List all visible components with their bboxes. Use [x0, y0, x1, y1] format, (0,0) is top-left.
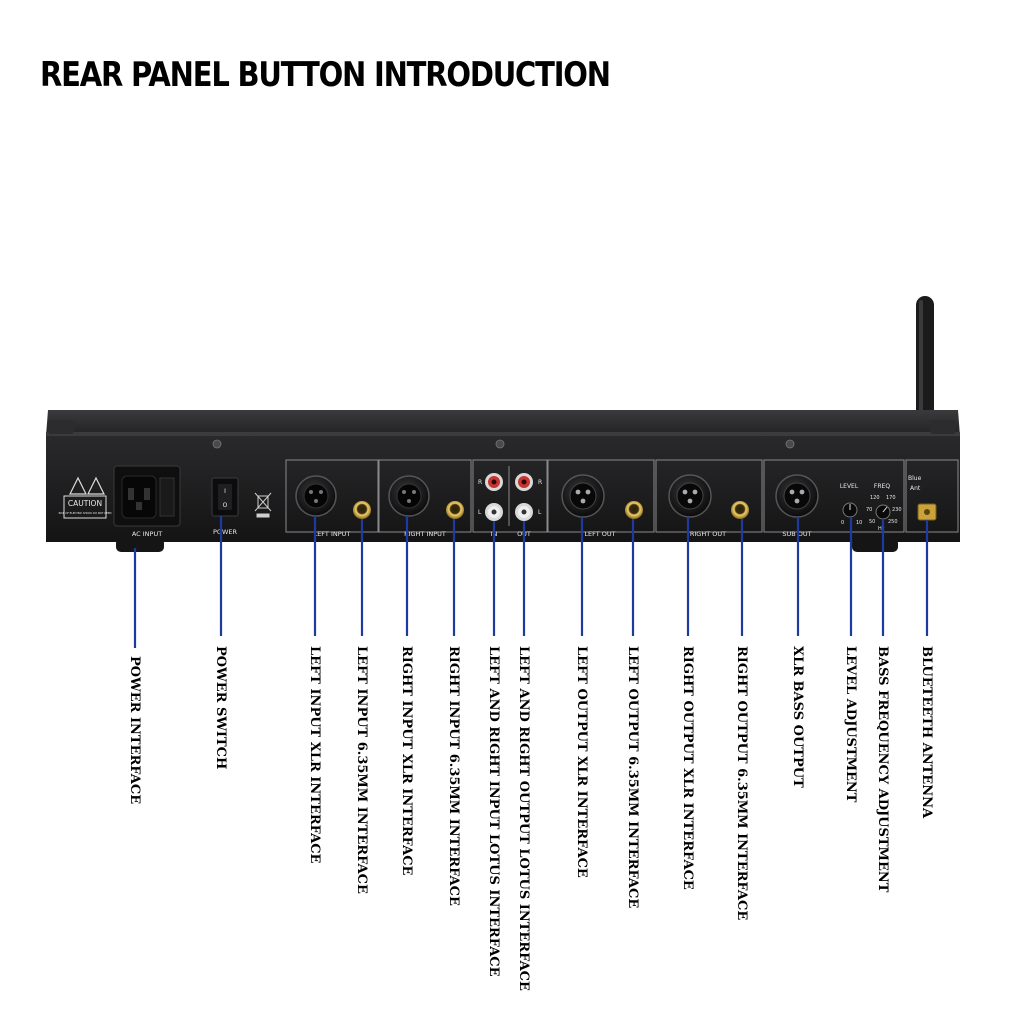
right-output-jack-icon [731, 501, 749, 519]
right-input-module: RIGHT INPUT [388, 475, 464, 538]
level-max: 10 [856, 520, 862, 526]
ac-input-socket: AC INPUT [113, 465, 181, 538]
module-frames [285, 459, 959, 533]
callout-label-power-switch: POWER SWITCH [213, 646, 228, 769]
callout-label-right-input-xlr: RIGHT INPUT XLR INTERFACE [399, 646, 414, 876]
freq-70: 70 [866, 507, 872, 513]
right-input-jack-icon [446, 501, 464, 519]
power-off-mark: O [223, 502, 228, 509]
device-chassis [46, 410, 960, 552]
rca-in-l-mark: L [478, 509, 482, 516]
callout-label-lr-output-lotus: LEFT AND RIGHT OUTPUT LOTUS INTERFACE [516, 646, 531, 991]
rca-out-l-mark: L [538, 509, 542, 516]
callout-label-lr-input-lotus: LEFT AND RIGHT INPUT LOTUS INTERFACE [486, 646, 501, 977]
callout-label-left-output-xlr: LEFT OUTPUT XLR INTERFACE [574, 646, 589, 878]
callout-label-power-interface: POWER INTERFACE [127, 656, 142, 804]
left-output-jack-icon [625, 501, 643, 519]
rca-out-r-mark: R [538, 479, 542, 486]
freq-120: 120 [870, 495, 880, 501]
caution-small: RISK OF ELECTRIC SHOCK DO NOT OPEN [59, 511, 112, 515]
ac-input-label: AC INPUT [132, 530, 162, 538]
level-min: 0 [841, 520, 844, 526]
callout-label-right-output-xlr: RIGHT OUTPUT XLR INTERFACE [680, 646, 695, 890]
callout-lines [133, 516, 929, 648]
callout-labels: POWER INTERFACE POWER SWITCH LEFT INPUT … [127, 646, 934, 991]
page-title: REAR PANEL BUTTON INTRODUCTION [40, 54, 611, 95]
level-label: LEVEL [840, 483, 859, 490]
callout-label-right-input-635: RIGHT INPUT 6.35MM INTERFACE [446, 646, 461, 906]
power-switch-icon: I O POWER [211, 477, 239, 536]
right-out-label: RIGHT OUT [690, 530, 726, 538]
left-output-module: LEFT OUT [561, 474, 643, 538]
callout-label-bluetooth-antenna: BLUETEETH ANTENNA [919, 646, 934, 819]
right-output-module: RIGHT OUT [668, 474, 749, 538]
weee-bin-icon [254, 492, 272, 518]
callout-label-left-input-xlr: LEFT INPUT XLR INTERFACE [307, 646, 322, 864]
caution-label: CAUTION RISK OF ELECTRIC SHOCK DO NOT OP… [59, 476, 112, 519]
freq-unit: Hz [878, 526, 885, 532]
left-input-label: LEFT INPUT [314, 530, 351, 538]
left-out-label: LEFT OUT [584, 530, 615, 538]
freq-50: 50 [869, 519, 875, 525]
right-input-label: RIGHT INPUT [404, 530, 446, 538]
freq-230: 230 [892, 507, 902, 513]
power-on-mark: I [224, 488, 226, 495]
bluetooth-top-text: Blue [908, 475, 922, 482]
freq-label: FREQ [874, 483, 890, 490]
left-input-jack-icon [353, 501, 371, 519]
freq-170: 170 [886, 495, 896, 501]
callout-label-bass-frequency: BASS FREQUENCY ADJUSTMENT [875, 646, 890, 893]
callout-label-level-adjustment: LEVEL ADJUSTMENT [843, 646, 858, 803]
bluetooth-module: Blue Ant [908, 475, 937, 521]
left-input-module: LEFT INPUT [295, 475, 371, 538]
panel-screws [212, 439, 795, 449]
sub-output-module: SUB OUT LEVEL 0 10 FREQ 120 170 70 230 5… [775, 474, 902, 538]
callout-label-xlr-bass-output: XLR BASS OUTPUT [790, 646, 805, 788]
freq-250: 250 [888, 519, 898, 525]
callout-label-left-output-635: LEFT OUTPUT 6.35MM INTERFACE [625, 646, 640, 908]
power-label: POWER [213, 528, 238, 536]
rca-in-r-mark: R [478, 479, 482, 486]
caution-header: CAUTION [68, 499, 102, 508]
callout-label-right-output-635: RIGHT OUTPUT 6.35MM INTERFACE [734, 646, 749, 920]
callout-label-left-input-635: LEFT INPUT 6.35MM INTERFACE [354, 646, 369, 894]
bluetooth-bottom-text: Ant [910, 485, 921, 492]
